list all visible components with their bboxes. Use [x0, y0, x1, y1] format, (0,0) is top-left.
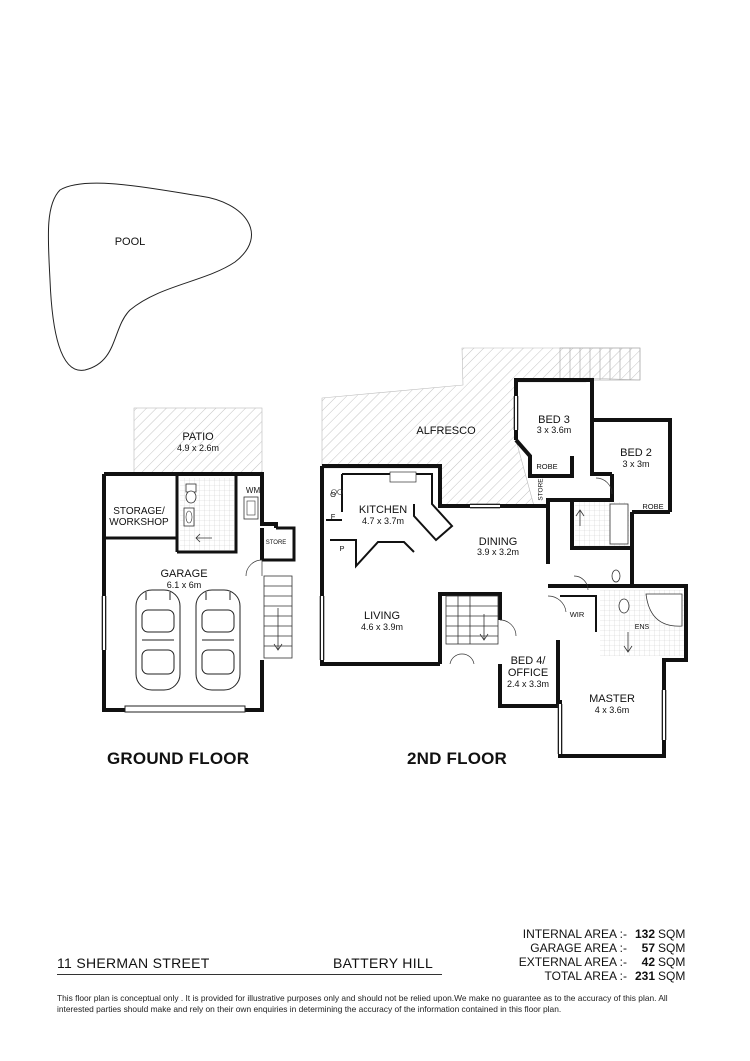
- room-label-store-ground: STORE: [265, 540, 287, 546]
- upper-floor-plan: [319, 347, 688, 758]
- ground-floor-title: GROUND FLOOR: [107, 749, 250, 768]
- room-label-master: MASTER: [589, 693, 635, 705]
- room-dim-bed2: 3 x 3m: [622, 459, 650, 469]
- room-dim-living: 4.6 x 3.9m: [360, 622, 404, 632]
- area-row-external: EXTERNAL AREA :- 42 SQM: [519, 955, 688, 969]
- area-row-garage: GARAGE AREA :- 57 SQM: [519, 941, 688, 955]
- room-label-bed2: BED 2: [620, 447, 652, 459]
- address-suburb: BATTERY HILL: [333, 955, 434, 971]
- room-label-store-upper: STORE: [537, 478, 545, 501]
- car-left-icon: [135, 589, 181, 691]
- room-label-wir: WIR: [569, 610, 585, 619]
- car-right-icon: [195, 589, 241, 691]
- room-label-patio: PATIO: [182, 431, 214, 443]
- room-dim-garage: 6.1 x 6m: [166, 580, 202, 590]
- room-label-dining: DINING: [478, 536, 518, 548]
- kitchen-label-f: F: [330, 512, 336, 521]
- room-label-ens: ENS: [634, 624, 650, 631]
- room-label-alfresco: ALFRESCO: [416, 425, 476, 437]
- room-dim-master: 4 x 3.6m: [594, 705, 630, 715]
- area-row-internal: INTERNAL AREA :- 132 SQM: [519, 927, 688, 941]
- room-label-living: LIVING: [363, 610, 401, 622]
- patio-area: [133, 407, 263, 475]
- upper-stairs: [445, 595, 499, 645]
- pool-outline: [47, 182, 252, 371]
- area-unit-garage: SQM: [658, 941, 686, 955]
- area-value-external: 42: [641, 955, 655, 969]
- room-label-garage: GARAGE: [160, 568, 208, 580]
- area-label-external: EXTERNAL AREA :-: [518, 955, 627, 969]
- area-value-internal: 132: [634, 927, 655, 941]
- room-label-bed4-line1: BED 4/: [510, 655, 546, 667]
- room-label-kitchen: KITCHEN: [358, 504, 408, 516]
- address-underline: [57, 974, 442, 975]
- area-unit-internal: SQM: [658, 927, 686, 941]
- ground-floor-plan: [101, 407, 296, 713]
- room-label-robe-bed3: ROBE: [536, 462, 558, 471]
- area-value-garage: 57: [641, 941, 655, 955]
- room-label-storage-line2: WORKSHOP: [109, 517, 169, 528]
- kitchen-label-o: O: [330, 490, 336, 499]
- kitchen-label-p: P: [339, 544, 345, 553]
- room-label-storage-line1: STORAGE/: [113, 506, 165, 517]
- disclaimer-text: This floor plan is conceptual only . It …: [57, 993, 668, 1014]
- garage-door: [124, 705, 246, 713]
- ground-stairs: [263, 575, 293, 659]
- room-label-wm: WM: [245, 486, 261, 495]
- room-label-pool: POOL: [114, 236, 146, 248]
- area-value-total: 231: [634, 969, 655, 983]
- area-summary: INTERNAL AREA :- 132 SQM GARAGE AREA :- …: [519, 927, 688, 983]
- upper-floor-title: 2ND FLOOR: [407, 749, 508, 768]
- room-dim-bed3: 3 x 3.6m: [536, 425, 572, 435]
- address-street: 11 SHERMAN STREET: [57, 955, 210, 971]
- room-label-bed3: BED 3: [538, 414, 570, 426]
- room-dim-bed4: 2.4 x 3.3m: [506, 679, 550, 689]
- room-label-bed4-line2: OFFICE: [507, 667, 549, 679]
- area-unit-total: SQM: [658, 969, 686, 983]
- area-label-garage: GARAGE AREA :-: [530, 941, 627, 955]
- room-dim-patio: 4.9 x 2.6m: [176, 443, 220, 453]
- room-dim-dining: 3.9 x 3.2m: [476, 547, 520, 557]
- area-label-internal: INTERNAL AREA :-: [522, 927, 627, 941]
- area-label-total: TOTAL AREA :-: [544, 969, 627, 983]
- area-unit-external: SQM: [658, 955, 686, 969]
- room-dim-kitchen: 4.7 x 3.7m: [361, 516, 405, 526]
- area-row-total: TOTAL AREA :- 231 SQM: [519, 969, 688, 983]
- room-label-robe-bed2: ROBE: [642, 502, 664, 511]
